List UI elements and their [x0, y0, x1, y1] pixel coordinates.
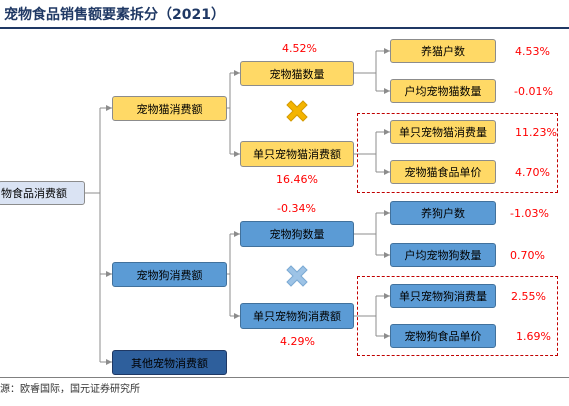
- node-dog-food-price: 宠物狗食品单价: [390, 324, 496, 348]
- node-cat-per-spend: 单只宠物猫消费额: [240, 141, 354, 167]
- multiply-icon: [283, 262, 311, 294]
- page-title: 宠物食品销售额要素拆分（2021）: [4, 7, 225, 23]
- root-node-pet-food-spend: 物食品消费额: [0, 181, 85, 205]
- value-cat-per-spend: 16.46%: [276, 173, 318, 186]
- node-cat-total-spend: 宠物猫消费额: [112, 96, 227, 121]
- value-cat-per-household: -0.01%: [514, 85, 553, 98]
- value-cat-single-consumption: 11.23%: [515, 126, 557, 139]
- value-dog-count: -0.34%: [277, 202, 316, 215]
- node-dog-total-spend: 宠物狗消费额: [112, 262, 227, 287]
- node-dog-count: 宠物狗数量: [240, 221, 354, 247]
- multiply-icon: [283, 97, 311, 129]
- node-cat-single-consumption: 单只宠物猫消费量: [390, 120, 496, 144]
- value-cat-households: 4.53%: [515, 45, 550, 58]
- node-cat-households: 养猫户数: [390, 39, 496, 63]
- dog-per-breakdown-group: [357, 276, 558, 356]
- node-dog-households: 养狗户数: [390, 201, 496, 225]
- value-dog-per-household: 0.70%: [510, 249, 545, 262]
- value-dog-per-spend: 4.29%: [280, 335, 315, 348]
- node-other-pet-spend: 其他宠物消费额: [112, 350, 227, 375]
- source-note: 源：欧睿国际，国元证券研究所: [0, 384, 140, 395]
- value-dog-single-consumption: 2.55%: [511, 290, 546, 303]
- value-dog-food-price: 1.69%: [516, 330, 551, 343]
- node-cat-food-price: 宠物猫食品单价: [390, 160, 496, 184]
- value-cat-food-price: 4.70%: [515, 166, 550, 179]
- value-dog-households: -1.03%: [510, 207, 549, 220]
- node-dog-per-household: 户均宠物狗数量: [390, 243, 496, 267]
- footer-divider: [0, 377, 569, 378]
- node-dog-per-spend: 单只宠物狗消费额: [240, 303, 354, 329]
- node-cat-count: 宠物猫数量: [240, 61, 354, 86]
- title-divider: [0, 27, 569, 29]
- cat-per-breakdown-group: [357, 113, 558, 193]
- value-cat-count: 4.52%: [282, 42, 317, 55]
- node-cat-per-household: 户均宠物猫数量: [390, 79, 496, 103]
- node-dog-single-consumption: 单只宠物狗消费量: [390, 284, 496, 308]
